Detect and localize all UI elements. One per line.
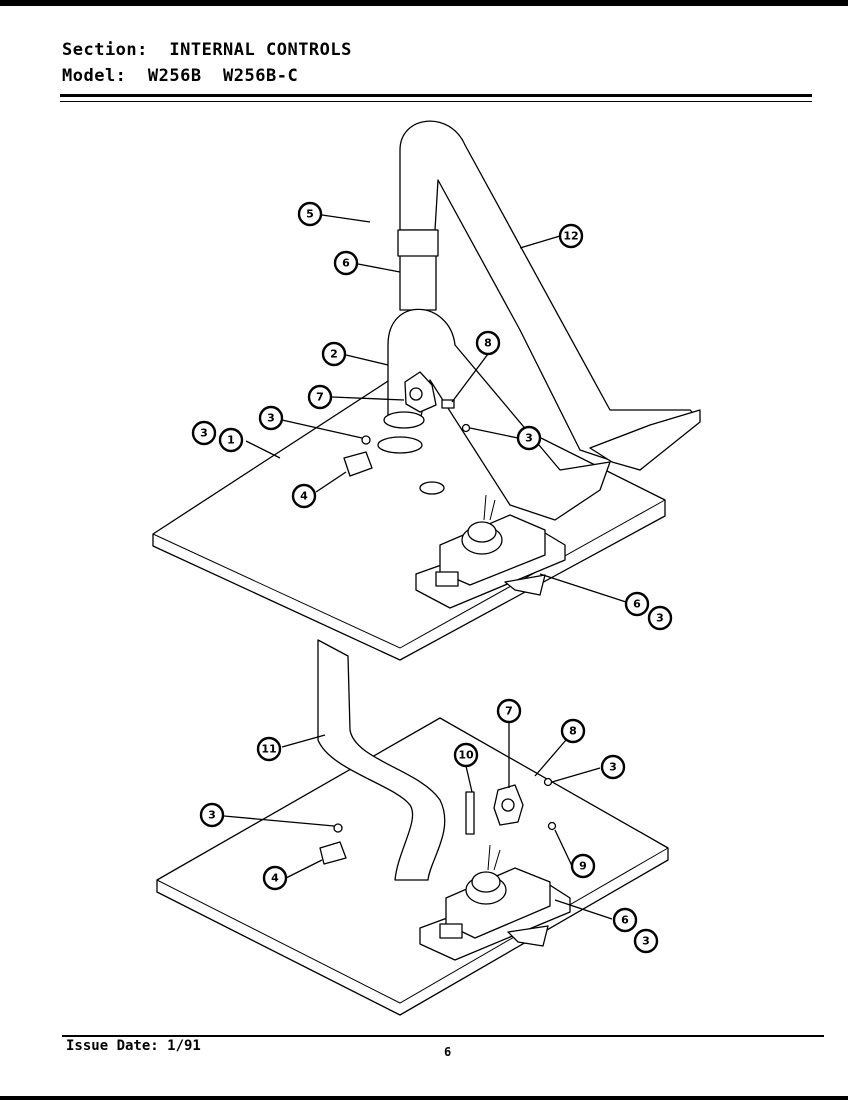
model-line: Model: W256B W256B-C [62,66,298,86]
callout-12: 12 [558,223,584,249]
svg-text:11: 11 [261,743,276,756]
callout-5: 5 [297,201,323,227]
section-label: Section: [62,40,148,60]
hose-12 [399,120,701,471]
upper-panel-hole-2 [419,481,445,495]
svg-text:5: 5 [306,208,314,221]
callout-4-lower: 4 [262,865,288,891]
callout-6-lower-timer: 6 [612,907,638,933]
mounting-bracket-4-lower [319,841,347,865]
svg-text:3: 3 [642,935,650,948]
svg-text:7: 7 [316,391,324,404]
svg-text:12: 12 [563,230,578,243]
callout-7-upper: 7 [307,384,333,410]
callout-1: 1 [218,427,244,453]
svg-text:4: 4 [271,872,279,885]
callout-3-upper-right: 3 [516,425,542,451]
upper-assembly [152,120,701,661]
callout-11: 11 [256,736,282,762]
svg-text:7: 7 [505,705,513,718]
bracket-10 [465,791,475,835]
svg-text:3: 3 [267,412,275,425]
lower-assembly [156,639,669,1016]
upper-panel-hole [377,436,423,454]
mounting-bracket-4-upper [343,451,373,477]
svg-text:6: 6 [342,257,350,270]
svg-text:10: 10 [458,749,474,762]
callout-3-lower-left: 3 [199,802,225,828]
callout-3-lower-right: 3 [600,754,626,780]
svg-text:6: 6 [633,598,641,611]
screw-3-upper-right [461,423,471,433]
top-border [0,0,848,6]
hose-11 [317,639,446,881]
callout-8-upper: 8 [475,330,501,356]
callout-7-lower: 7 [496,698,522,724]
model-label: Model: [62,66,127,86]
svg-text:8: 8 [569,725,577,738]
svg-text:9: 9 [579,860,587,873]
header-rule-thin [60,101,812,102]
water-valve-7-lower [493,784,524,826]
screw-3-lower-right [543,777,553,787]
callout-6-upper-pipe: 6 [333,250,359,276]
screw-9-lower [547,821,557,831]
timer-6-lower [419,844,571,961]
callout-6-upper-timer: 6 [624,591,650,617]
section-line: Section: INTERNAL CONTROLS [62,40,352,60]
svg-text:3: 3 [656,612,664,625]
issue-date: Issue Date: 1/91 [66,1038,201,1054]
callout-2: 2 [321,341,347,367]
section-title: INTERNAL CONTROLS [169,40,352,60]
svg-text:4: 4 [300,490,308,503]
callout-10: 10 [453,742,479,768]
header-rule-thick [60,94,812,97]
leader-lines [223,214,627,920]
svg-text:8: 8 [484,337,492,350]
hose-2 [387,308,611,521]
svg-text:1: 1 [227,434,235,447]
svg-text:3: 3 [609,761,617,774]
callout-8-lower: 8 [560,718,586,744]
callout-4-upper: 4 [291,483,317,509]
page-number: 6 [444,1045,452,1059]
model-numbers: W256B W256B-C [147,66,299,86]
callout-3-panel: 3 [191,420,217,446]
footer-rule [62,1035,824,1037]
water-valve-7-upper [404,371,455,413]
svg-text:3: 3 [208,809,216,822]
svg-text:3: 3 [525,432,533,445]
timer-6-upper [415,494,566,609]
bottom-border [0,1096,848,1100]
callout-3-upper-timer: 3 [647,605,673,631]
svg-text:3: 3 [200,427,208,440]
screw-3-lower-left [333,823,343,833]
callout-3-upper-left: 3 [258,405,284,431]
svg-text:6: 6 [621,914,629,927]
svg-text:2: 2 [330,348,338,361]
callout-9: 9 [570,853,596,879]
callout-3-lower-timer: 3 [633,928,659,954]
screw-3-upper-left [361,435,371,445]
